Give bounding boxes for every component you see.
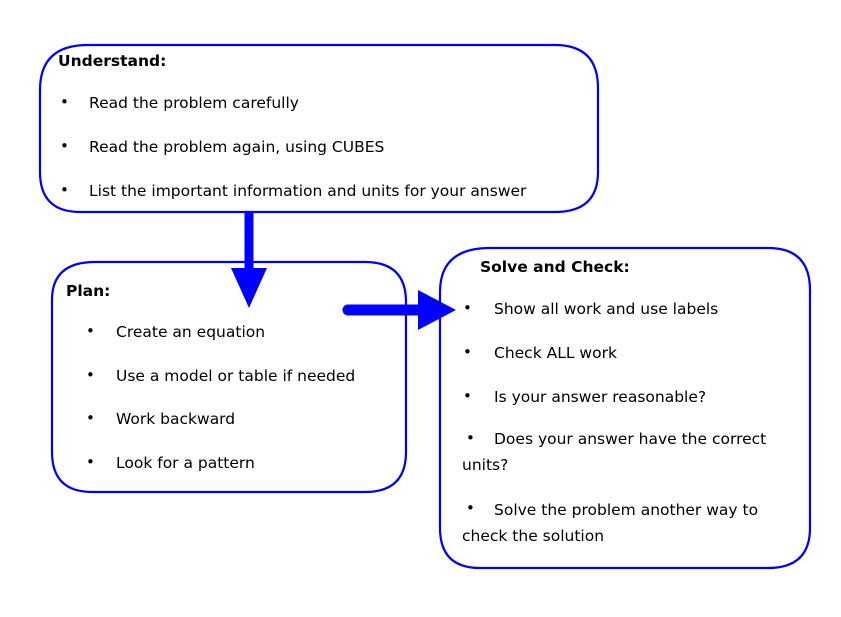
solve-item: Solve the problem another way to check t… — [462, 501, 759, 545]
bullet-icon: • — [463, 299, 472, 317]
understand-item: Read the problem again, using CUBES — [89, 138, 385, 156]
plan-item: Create an equation — [116, 323, 266, 341]
bullet-icon: • — [86, 366, 95, 384]
plan-item: Look for a pattern — [116, 454, 255, 472]
understand-item: List the important information and units… — [89, 182, 527, 200]
understand-title: Understand: — [58, 52, 167, 70]
solve-item: Check ALL work — [494, 344, 617, 362]
bullet-icon: • — [86, 409, 95, 427]
bullet-icon: • — [463, 387, 472, 405]
bullet-icon: • — [60, 137, 69, 155]
bullet-icon: • — [60, 93, 69, 111]
solve-item: Does your answer have the correct units? — [462, 430, 767, 474]
understand-item: Read the problem carefully — [89, 94, 299, 112]
solve-title: Solve and Check: — [480, 258, 630, 276]
arrow-right — [342, 290, 456, 330]
bullet-icon: • — [86, 322, 95, 340]
solve-item: Is your answer reasonable? — [494, 388, 707, 406]
plan-item: Use a model or table if needed — [116, 367, 356, 385]
solve-item: Show all work and use labels — [494, 300, 719, 318]
bullet-icon: • — [463, 343, 472, 361]
understand-box — [38, 43, 600, 214]
bullet-icon: • — [60, 181, 69, 199]
bullet-icon: • — [466, 429, 475, 447]
plan-item: Work backward — [116, 410, 236, 428]
bullet-icon: • — [466, 499, 475, 517]
plan-box — [50, 260, 408, 494]
plan-title: Plan: — [66, 282, 111, 300]
solve-box — [438, 246, 812, 570]
arrow-down — [231, 212, 267, 308]
bullet-icon: • — [86, 453, 95, 471]
